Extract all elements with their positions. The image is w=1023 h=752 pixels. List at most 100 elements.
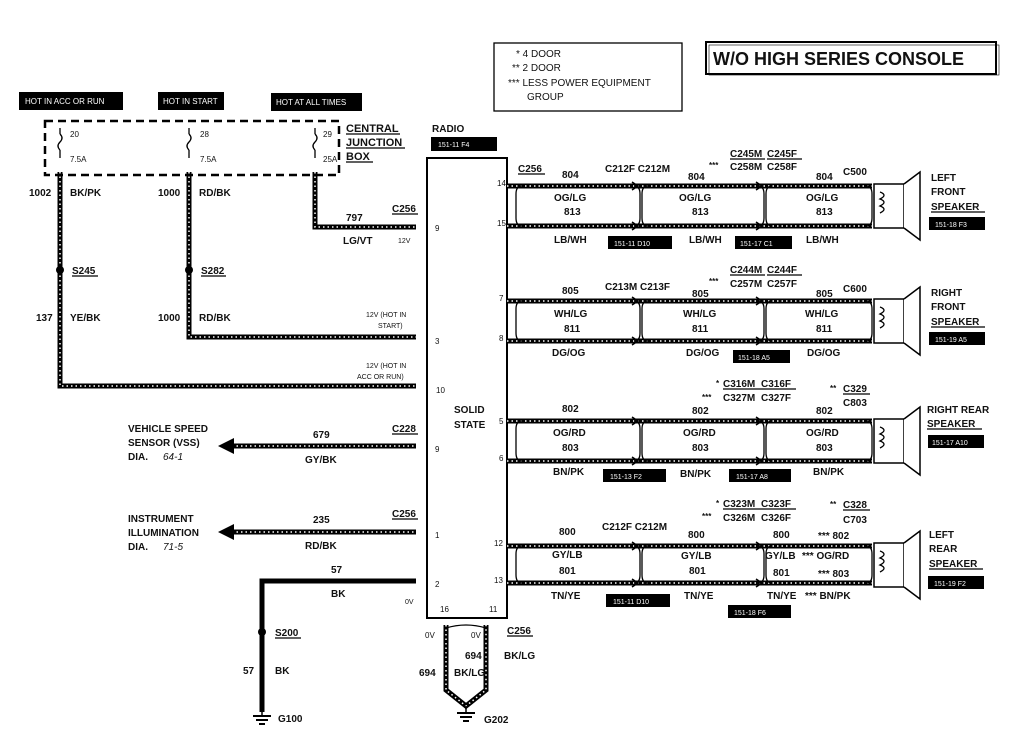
svg-text:BN/PK: BN/PK [680, 469, 712, 480]
svg-text:***: *** [709, 161, 719, 170]
svg-text:800: 800 [559, 527, 576, 538]
svg-text:**: ** [830, 384, 837, 393]
svg-text:DIA.: DIA. [128, 452, 148, 463]
svg-text:OG/LG: OG/LG [679, 193, 711, 204]
svg-text:LB/WH: LB/WH [554, 235, 587, 246]
splice-s282: S282 [201, 266, 225, 277]
svg-text:C328: C328 [843, 500, 867, 511]
svg-text:28: 28 [200, 130, 209, 139]
svg-text:15: 15 [497, 219, 506, 228]
fuse-29: 29 25A [312, 128, 338, 164]
header-start [158, 92, 224, 110]
svg-text:151-19 A5: 151-19 A5 [935, 337, 967, 344]
svg-text:6: 6 [499, 454, 504, 463]
svg-text:C257M: C257M [730, 279, 762, 290]
svg-text:SOLID: SOLID [454, 405, 485, 416]
svg-text:C500: C500 [843, 167, 867, 178]
svg-text:FRONT: FRONT [931, 302, 965, 313]
svg-text:151-17 C1: 151-17 C1 [740, 241, 773, 248]
channel-3-connector-2-top [755, 416, 764, 426]
channel-4-connector-1-top [631, 541, 640, 551]
svg-text:C245F: C245F [767, 149, 797, 160]
channel-2-segment-1 [515, 300, 641, 342]
svg-text:29: 29 [323, 130, 332, 139]
svg-text:***: *** [702, 393, 712, 402]
wire-235 [218, 524, 416, 540]
fuse-28: 28 7.5A [186, 128, 217, 164]
svg-text:5: 5 [499, 417, 504, 426]
svg-text:C258M: C258M [730, 162, 762, 173]
channel-4-connector-1-bot [631, 578, 640, 588]
ground-g202: G202 [484, 715, 509, 726]
svg-text:0V: 0V [405, 599, 414, 606]
svg-text:C257F: C257F [767, 279, 797, 290]
connector-c256-b: C256 [392, 509, 416, 520]
svg-text:BK/PK: BK/PK [70, 188, 102, 199]
svg-text:1000: 1000 [158, 313, 181, 324]
svg-text:694: 694 [419, 668, 436, 679]
svg-text:BN/PK: BN/PK [553, 467, 585, 478]
speaker-2-icon [873, 285, 921, 357]
wire-694 [443, 624, 489, 722]
svg-text:WH/LG: WH/LG [805, 309, 839, 320]
svg-text:JUNCTION: JUNCTION [346, 137, 402, 149]
wire-679 [218, 438, 416, 454]
svg-text:10: 10 [436, 386, 445, 395]
svg-text:*** 803: *** 803 [818, 569, 850, 580]
svg-text:LG/VT: LG/VT [343, 236, 372, 247]
connector-c256-a: C256 [392, 204, 416, 215]
channel-2-segment-3 [765, 300, 873, 342]
svg-text:DG/OG: DG/OG [807, 348, 841, 359]
svg-text:25A: 25A [323, 155, 338, 164]
svg-text:BN/PK: BN/PK [813, 467, 845, 478]
svg-text:235: 235 [313, 515, 330, 526]
svg-text:71-5: 71-5 [163, 542, 183, 553]
svg-text:LB/WH: LB/WH [689, 235, 722, 246]
speaker-channels [507, 181, 873, 588]
svg-text:*** OG/RD: *** OG/RD [802, 551, 849, 562]
svg-text:ACC OR RUN): ACC OR RUN) [357, 374, 404, 381]
svg-text:BK: BK [275, 666, 290, 677]
wire-797 [312, 172, 416, 230]
svg-text:801: 801 [773, 568, 790, 579]
svg-text:GY/LB: GY/LB [552, 550, 583, 561]
svg-text:813: 813 [816, 207, 833, 218]
connector-c256-d: C256 [518, 164, 542, 175]
svg-text:151-19 F2: 151-19 F2 [934, 581, 966, 588]
svg-text:811: 811 [564, 324, 581, 335]
svg-text:FRONT: FRONT [931, 187, 965, 198]
svg-text:7: 7 [499, 294, 504, 303]
svg-text:9: 9 [435, 445, 440, 454]
svg-text:C212F C212M: C212F C212M [605, 164, 670, 175]
svg-text:GY/BK: GY/BK [305, 455, 337, 466]
svg-text:64-1: 64-1 [163, 452, 183, 463]
svg-text:WH/LG: WH/LG [683, 309, 717, 320]
channel-1-segment-2 [641, 185, 765, 227]
svg-text:C212F C212M: C212F C212M [602, 522, 667, 533]
svg-text:SPEAKER: SPEAKER [931, 317, 980, 328]
svg-text:805: 805 [816, 289, 833, 300]
svg-text:151-18 F6: 151-18 F6 [734, 610, 766, 617]
svg-text:ILLUMINATION: ILLUMINATION [128, 528, 199, 539]
svg-text:HOT IN START: HOT IN START [163, 97, 218, 106]
svg-text:151-11 D10: 151-11 D10 [613, 599, 649, 606]
svg-text:2: 2 [435, 580, 440, 589]
channel-2-segment-2 [641, 300, 765, 342]
svg-text:803: 803 [816, 443, 833, 454]
svg-text:RD/BK: RD/BK [199, 188, 231, 199]
splice-s245: S245 [72, 266, 96, 277]
speaker-left-rear-label: LEFT [929, 530, 954, 541]
svg-text:***: *** [702, 512, 712, 521]
svg-text:C244M: C244M [730, 265, 762, 276]
legend-line-1: * 4 DOOR [516, 49, 561, 60]
channel-4-segment-3 [765, 545, 873, 584]
channel-3-segment-1 [515, 420, 641, 462]
channel-1-connector-1-top [631, 181, 640, 191]
speaker-1-icon [873, 170, 921, 242]
channel-1-segment-1 [515, 185, 641, 227]
svg-text:813: 813 [564, 207, 581, 218]
legend-line-4: GROUP [527, 92, 564, 103]
svg-text:C600: C600 [843, 284, 867, 295]
